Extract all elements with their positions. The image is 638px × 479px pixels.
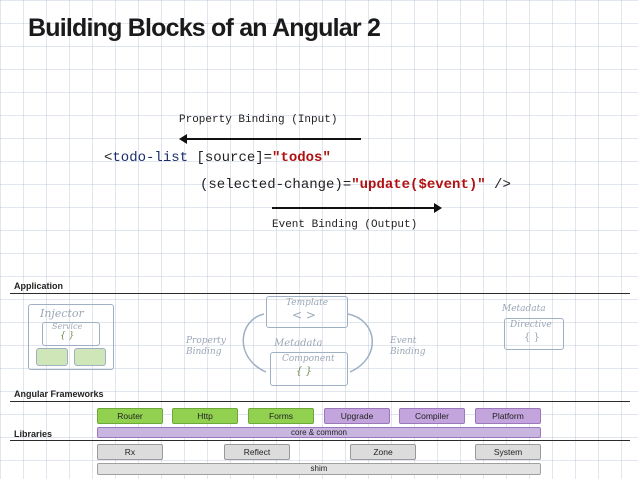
injector-sketch: Injector Service { } [28,304,116,370]
component-braces: { } [296,366,312,377]
metadata-center-label: Metadata [274,338,323,349]
injector-frame [28,304,114,370]
code-line-2: (selected-change)="update($event)" /> [200,177,511,193]
code-event-value: "update($event)" [351,177,486,193]
directive-frame [504,318,564,350]
code-open-bracket: < [104,150,113,166]
framework-http: Http [172,408,238,424]
directive-label: Directive [510,320,552,330]
code-source-attr: [source]= [188,150,273,166]
component-frame [270,352,348,386]
service-frame [42,322,100,346]
event-binding-sketch-2: Binding [390,347,426,357]
code-tag-name: todo-list [112,150,189,166]
component-label: Component [282,354,335,364]
frameworks-label: Angular Frameworks [14,389,104,399]
libraries-divider [10,440,630,441]
framework-compiler: Compiler [399,408,465,424]
template-frame [266,296,348,328]
injector-label: Injector [40,307,84,320]
shim-bar: shim [97,463,541,475]
code-source-value: "todos" [272,150,331,166]
template-brackets: < > [292,308,316,322]
event-binding-arrow [272,203,442,213]
directive-sketch: Metadata Directive { } [498,304,568,350]
application-label: Application [14,281,63,291]
property-binding-caption: Property Binding (Input) [179,114,338,126]
code-event-attr: (selected-change)= [200,177,352,193]
service-braces: { } [60,331,75,341]
library-system: System [475,444,541,460]
library-rx: Rx [97,444,163,460]
cycle-arrows [242,313,374,373]
framework-router: Router [97,408,163,424]
code-close: /> [485,177,511,193]
libraries-label: Libraries [14,429,53,439]
library-reflect: Reflect [224,444,290,460]
event-binding-caption: Event Binding (Output) [272,219,418,231]
framework-upgrade: Upgrade [324,408,390,424]
slide-title: Building Blocks of an Angular 2 [28,14,381,42]
property-binding-arrow [179,134,361,144]
code-line-1: <todo-list [source]="todos" [104,150,331,166]
directive-braces: { } [524,332,540,343]
event-binding-sketch-1: Event [390,336,417,346]
template-label: Template [286,298,329,308]
frameworks-divider [10,401,630,402]
component-cycle-sketch: Template < > Metadata Component { } Prop… [178,296,448,388]
metadata-right-label: Metadata [502,304,546,314]
framework-forms: Forms [248,408,314,424]
core-common-bar: core & common [97,427,541,438]
property-binding-sketch-2: Binding [186,347,222,357]
service-box-right [74,348,106,366]
property-binding-sketch-1: Property [186,336,226,346]
library-zone: Zone [350,444,416,460]
service-label: Service [52,322,83,331]
service-box-left [36,348,68,366]
framework-platform: Platform [475,408,541,424]
application-divider [10,293,630,294]
